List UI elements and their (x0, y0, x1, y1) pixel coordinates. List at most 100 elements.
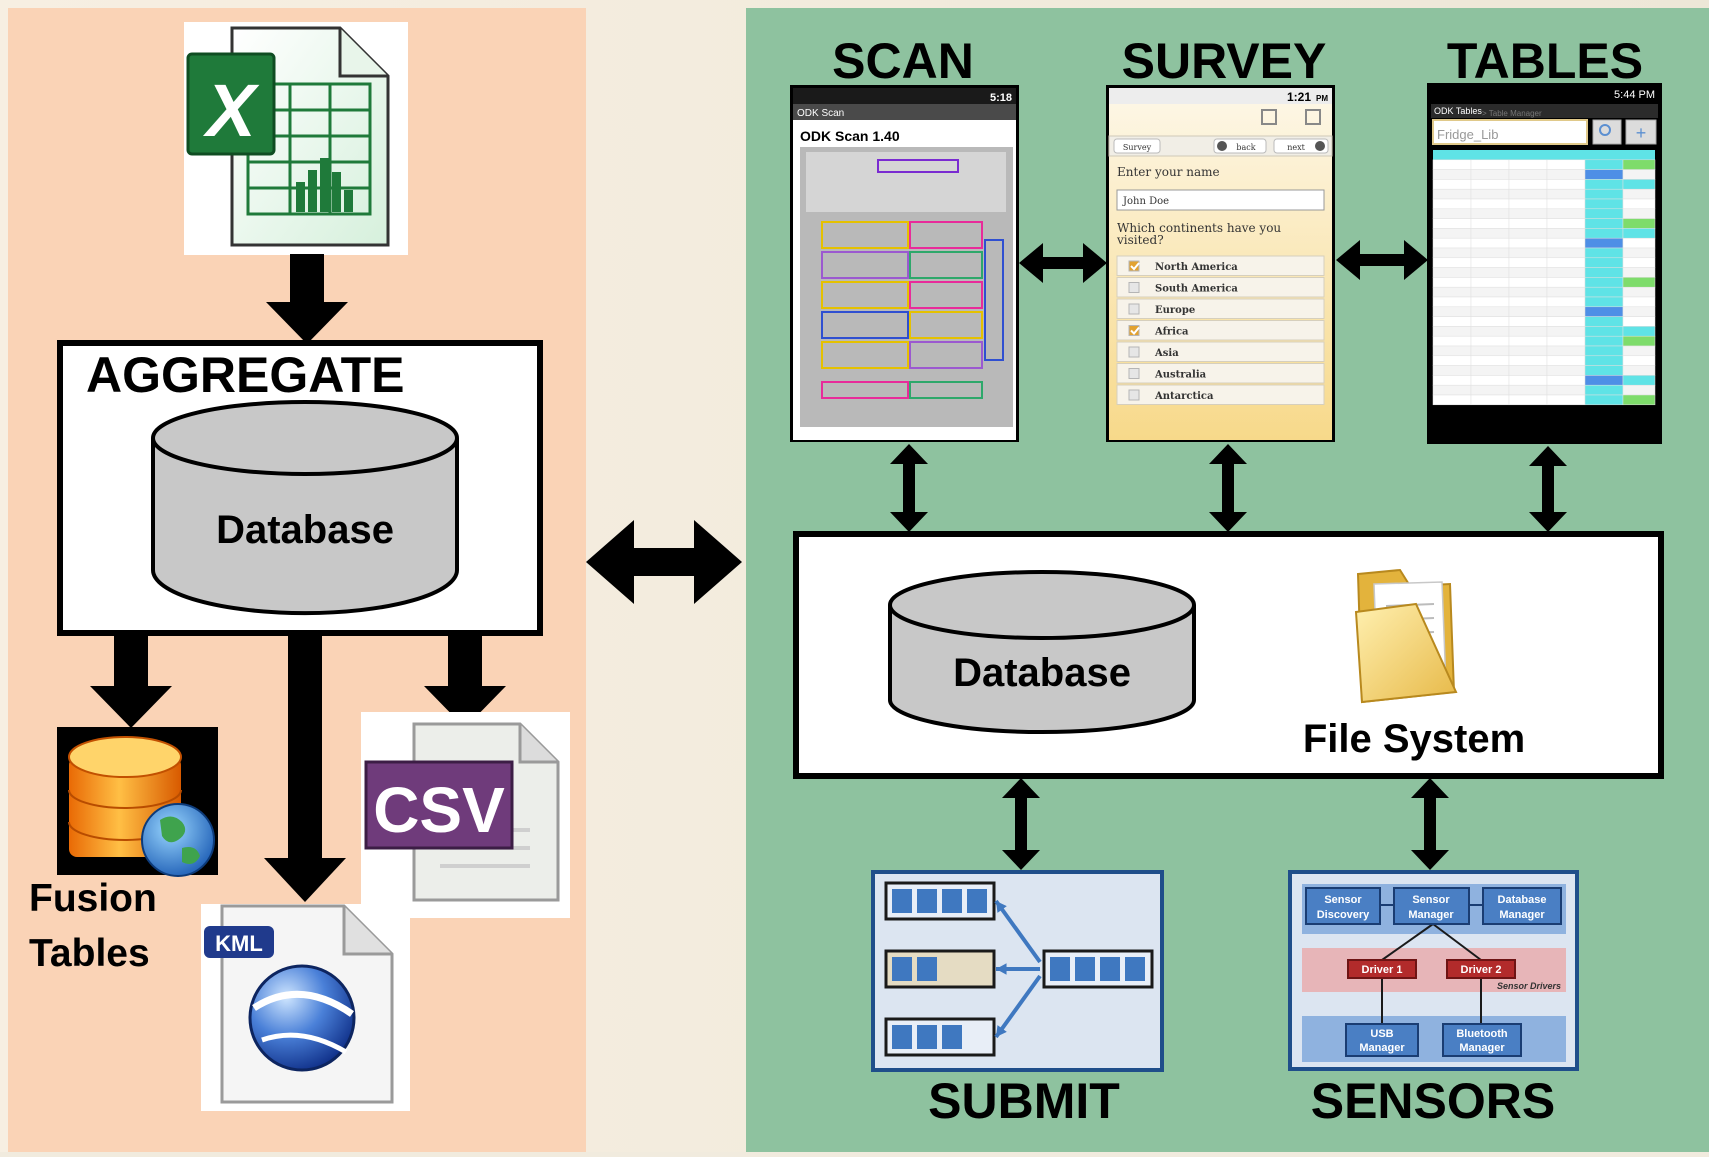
table-cell (1546, 355, 1586, 366)
table-cell (1470, 296, 1510, 308)
table-cell (1508, 277, 1548, 288)
survey-option[interactable]: Africa (1116, 320, 1325, 341)
grid-header-row (1433, 150, 1655, 160)
table-cell (1508, 365, 1548, 376)
sensor-discovery-line1: Sensor (1324, 894, 1362, 906)
table-cell (1508, 384, 1548, 396)
table-cell (1508, 218, 1548, 229)
survey-next-button[interactable]: next (1273, 138, 1329, 154)
table-cell (1546, 267, 1586, 278)
survey-option[interactable]: Antarctica (1116, 384, 1325, 405)
survey-option-label: Africa (1154, 327, 1189, 338)
aggregate-title: AGGREGATE (86, 347, 405, 403)
table-cell (1622, 257, 1656, 268)
table-cell (1546, 169, 1586, 180)
table-cell (1432, 345, 1472, 357)
table-cell (1508, 159, 1548, 170)
table-cell (1470, 345, 1510, 357)
table-cell (1432, 375, 1472, 386)
survey-question2-line2: visited? (1116, 233, 1164, 247)
survey-next-label: next (1287, 143, 1305, 152)
checkbox-checked-icon[interactable] (1128, 325, 1140, 336)
table-cell (1508, 394, 1548, 406)
table-cell (1432, 247, 1472, 259)
survey-status-time: 1:21 (1287, 90, 1311, 104)
table-cell (1470, 394, 1510, 406)
csv-document-icon: CSV (361, 712, 570, 918)
table-cell (1470, 355, 1510, 366)
table-cell (1622, 179, 1656, 190)
table-cell (1622, 286, 1656, 298)
table-cell (1584, 345, 1624, 357)
survey-option-label: Antarctica (1154, 391, 1214, 402)
table-cell (1508, 355, 1548, 366)
queue-item (942, 889, 962, 913)
checkbox-icon[interactable] (1128, 368, 1140, 379)
survey-option[interactable]: Europe (1116, 298, 1325, 319)
tables-search-value: Fridge_Lib (1437, 127, 1498, 142)
queue-item (892, 957, 912, 981)
sensor-manager-line1: Sensor (1412, 894, 1450, 906)
driver2-label: Driver 2 (1461, 964, 1502, 976)
table-cell (1546, 365, 1586, 376)
submit-arrow (994, 899, 1042, 964)
submit-queue (884, 1017, 996, 1057)
table-cell (1508, 286, 1548, 298)
table-cell (1432, 159, 1472, 170)
survey-option[interactable]: North America (1116, 255, 1325, 276)
table-cell (1470, 326, 1510, 337)
table-cell (1470, 335, 1510, 347)
table-cell (1508, 198, 1548, 210)
table-cell (1508, 257, 1548, 268)
checkbox-icon[interactable] (1128, 346, 1140, 358)
table-cell (1546, 286, 1586, 298)
checkbox-icon[interactable] (1128, 282, 1140, 293)
bluetooth-manager-line1: Bluetooth (1456, 1028, 1508, 1040)
scan-screenshot: 5:18 ODK Scan ODK Scan 1.40 (790, 85, 1019, 442)
table-cell (1432, 198, 1472, 210)
table-cell (1622, 228, 1656, 239)
table-cell (1546, 247, 1586, 259)
table-cell (1622, 375, 1656, 386)
table-cell (1470, 159, 1510, 170)
table-cell (1470, 188, 1510, 200)
fusion-label-line1: Fusion (29, 877, 157, 920)
table-cell (1546, 208, 1586, 219)
table-cell (1584, 247, 1624, 259)
table-cell (1432, 326, 1472, 337)
survey-back-button[interactable]: back (1213, 138, 1267, 154)
table-cell (1546, 218, 1586, 229)
table-cell (1432, 286, 1472, 298)
survey-option[interactable]: Asia (1116, 341, 1325, 362)
scan-status-time: 5:18 (990, 92, 1012, 104)
tables-add-button[interactable] (1625, 119, 1657, 145)
scan-bubble-grid (821, 159, 1004, 399)
survey-name-input[interactable] (1116, 189, 1325, 211)
table-cell (1622, 159, 1656, 170)
survey-option-label: Australia (1154, 370, 1207, 381)
submit-arrow (996, 963, 1040, 975)
sensor-drivers-caption: Sensor Drivers (1497, 981, 1561, 991)
submit-arrow (994, 974, 1042, 1039)
table-cell (1546, 257, 1586, 268)
survey-option[interactable]: Australia (1116, 363, 1325, 384)
survey-crumb: Survey (1123, 143, 1152, 152)
google-earth-document-icon: KML (201, 904, 410, 1111)
checkbox-icon[interactable] (1128, 303, 1140, 315)
checkbox-checked-icon[interactable] (1128, 260, 1140, 272)
queue-item (917, 1025, 937, 1049)
table-cell (1584, 257, 1624, 268)
tables-search-button[interactable] (1592, 119, 1622, 145)
table-cell (1432, 257, 1472, 268)
database-manager-box (1482, 887, 1562, 925)
checkbox-icon[interactable] (1128, 389, 1140, 401)
tables-crumb: > Table Manager (1482, 109, 1542, 118)
search-icon (1599, 124, 1611, 136)
table-cell (1622, 237, 1656, 249)
survey-option[interactable]: South America (1116, 277, 1325, 298)
queue-item (917, 957, 937, 981)
table-cell (1584, 306, 1624, 317)
table-cell (1432, 355, 1472, 366)
table-cell (1432, 394, 1472, 406)
table-cell (1584, 218, 1624, 229)
